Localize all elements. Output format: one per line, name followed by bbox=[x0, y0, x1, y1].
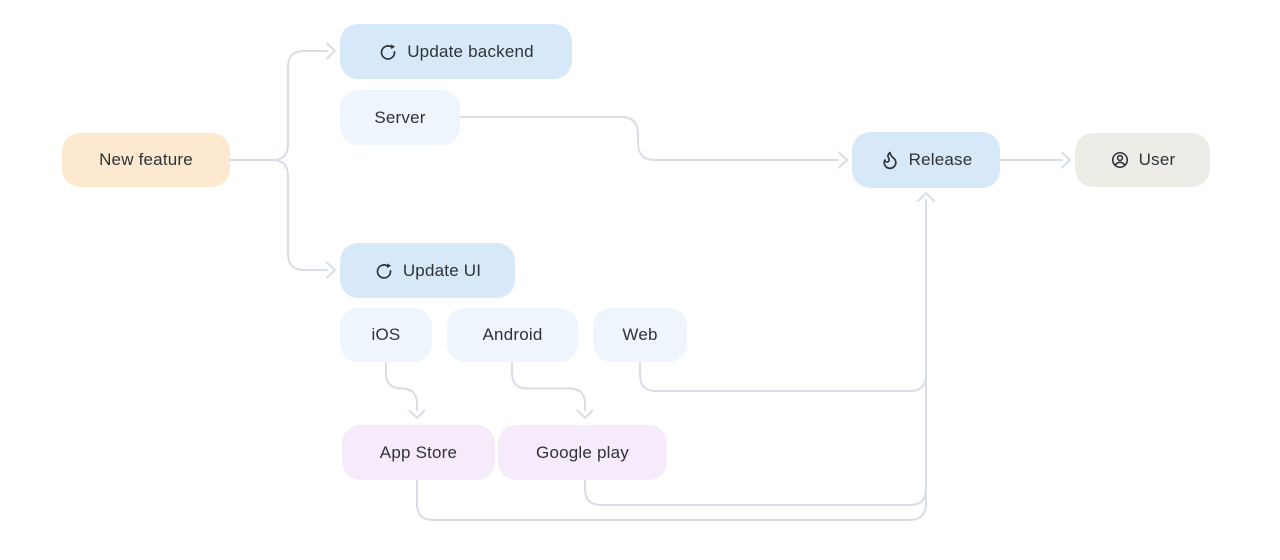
edge-ios-appstore bbox=[385, 361, 426, 419]
flame-icon bbox=[880, 150, 900, 170]
edge-release-user bbox=[999, 151, 1071, 169]
edge-web-release bbox=[639, 361, 927, 392]
edge-googleplay-release bbox=[584, 479, 927, 506]
node-app-store[interactable]: App Store bbox=[342, 425, 495, 480]
arrowhead-right-icon bbox=[326, 42, 336, 60]
node-label: Update UI bbox=[402, 260, 482, 280]
edge-server-release bbox=[459, 116, 848, 169]
edge-newfeature-updateui bbox=[271, 159, 336, 279]
node-label: Release bbox=[908, 150, 973, 169]
node-release[interactable]: Release bbox=[852, 132, 1000, 188]
node-google-play[interactable]: Google play bbox=[498, 425, 667, 480]
node-label: iOS bbox=[371, 325, 401, 344]
node-label: Android bbox=[482, 325, 543, 344]
node-web[interactable]: Web bbox=[593, 308, 687, 362]
node-new-feature[interactable]: New feature bbox=[62, 133, 230, 187]
node-update-ui[interactable]: Update UI bbox=[340, 243, 515, 298]
node-server[interactable]: Server bbox=[340, 90, 460, 145]
refresh-icon bbox=[378, 42, 398, 62]
node-update-backend[interactable]: Update backend bbox=[340, 24, 572, 79]
node-label: Server bbox=[374, 107, 426, 127]
edge-android-googleplay bbox=[511, 361, 594, 419]
node-user[interactable]: User bbox=[1075, 133, 1210, 187]
node-label: User bbox=[1138, 150, 1176, 169]
arrowhead-up-icon bbox=[917, 192, 935, 202]
node-ios[interactable]: iOS bbox=[340, 308, 432, 362]
edge-appstore-release bbox=[416, 192, 935, 521]
refresh-icon bbox=[374, 261, 394, 281]
user-circle-icon bbox=[1110, 150, 1130, 170]
node-label: Google play bbox=[536, 442, 629, 462]
edge-newfeature-updatebackend bbox=[229, 42, 336, 161]
node-android[interactable]: Android bbox=[447, 308, 578, 362]
arrowhead-right-icon bbox=[326, 261, 336, 279]
arrowhead-down-icon bbox=[576, 409, 594, 419]
node-label: App Store bbox=[379, 442, 458, 462]
arrowhead-right-icon bbox=[1061, 151, 1071, 169]
node-label: Web bbox=[622, 325, 658, 344]
node-label: New feature bbox=[99, 150, 193, 169]
node-label: Update backend bbox=[407, 41, 534, 61]
arrowhead-down-icon bbox=[408, 409, 426, 419]
arrowhead-right-icon bbox=[838, 151, 848, 169]
